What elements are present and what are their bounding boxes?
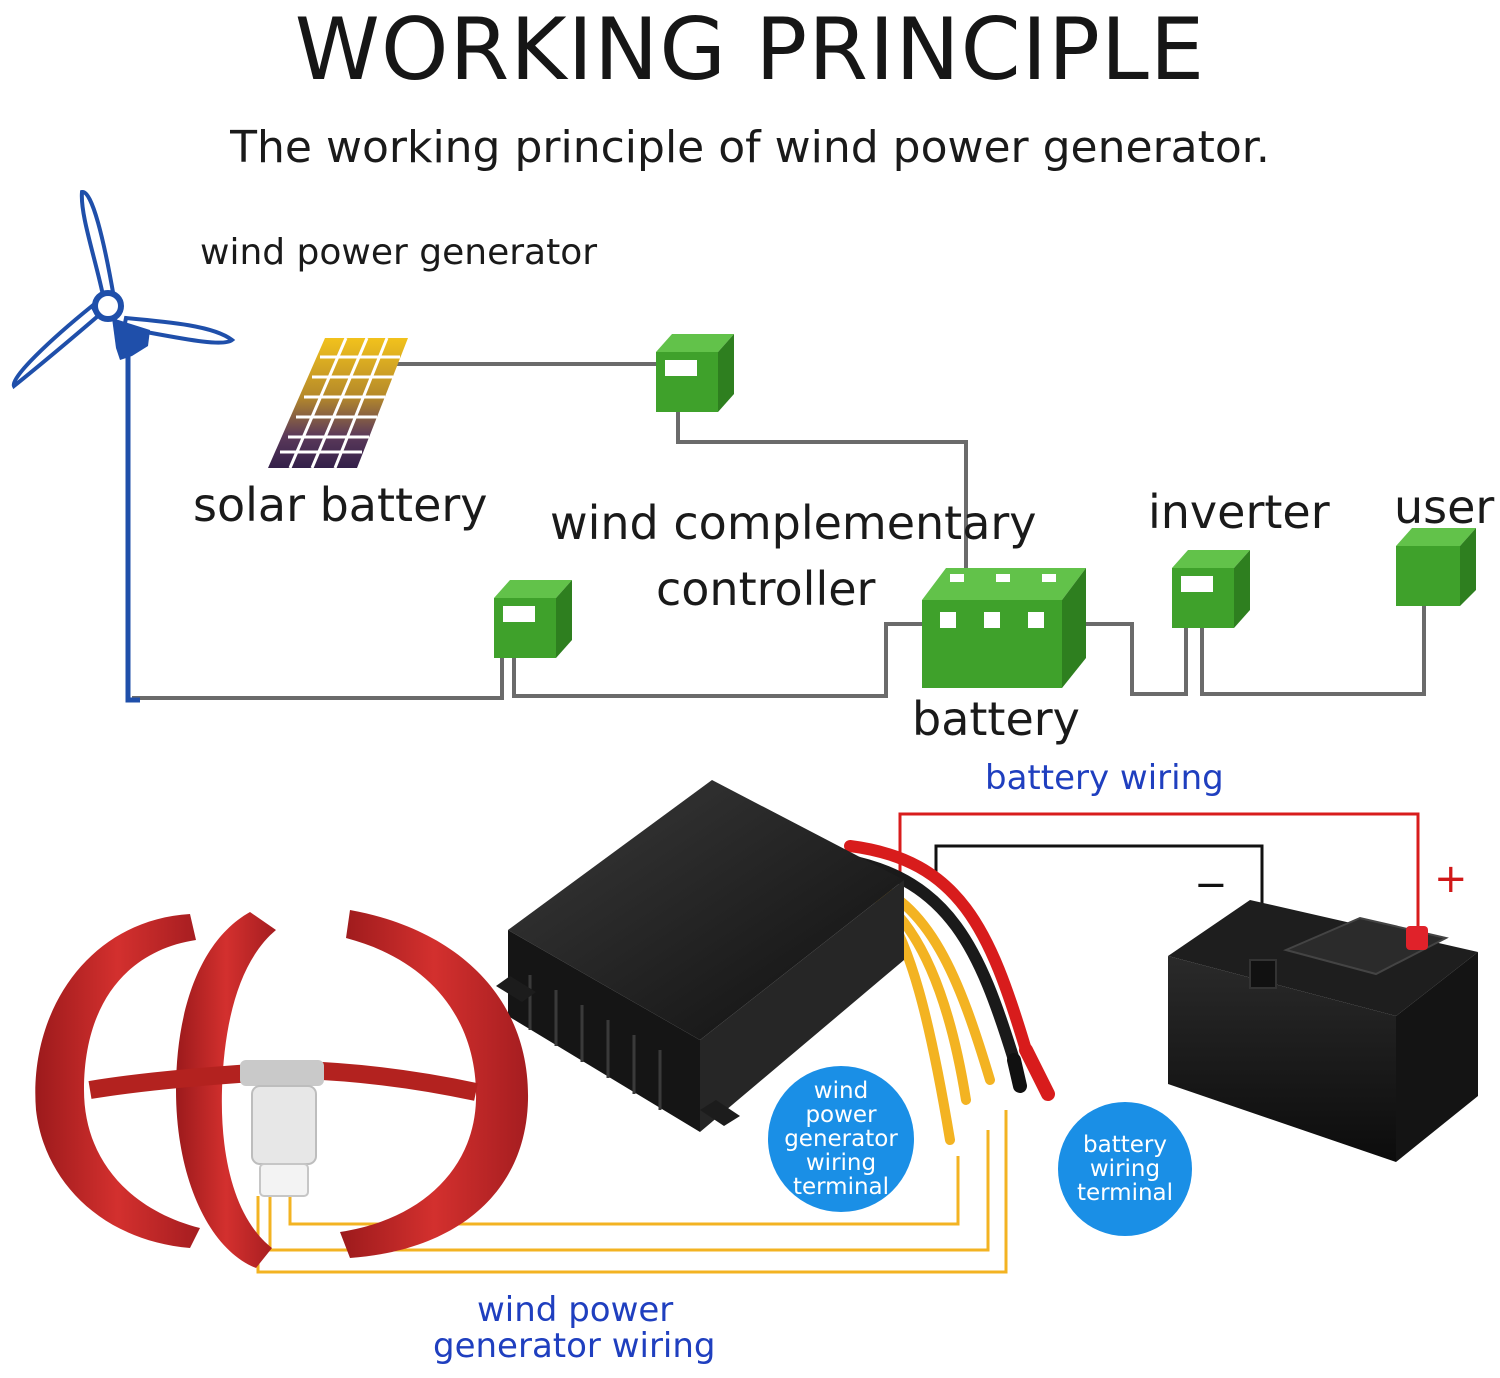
negative-terminal-sign: − xyxy=(1194,862,1228,908)
solar-panel-icon xyxy=(268,337,408,469)
bubble-text-line: wind xyxy=(813,1078,869,1104)
page-subtitle: The working principle of wind power gene… xyxy=(230,122,1270,173)
label-generator-wiring-line2: generator wiring xyxy=(433,1326,716,1366)
label-solar-battery: solar battery xyxy=(193,478,488,532)
controller-box-icon xyxy=(656,334,734,412)
label-user: user xyxy=(1394,480,1495,534)
bubble-text-line: generator xyxy=(784,1126,898,1152)
inverter-box-icon xyxy=(1172,550,1250,628)
label-battery-wiring: battery wiring xyxy=(985,758,1224,798)
bubble-text-line: battery xyxy=(1083,1132,1167,1158)
bubble-text-line: power xyxy=(805,1102,877,1128)
turbine-icon xyxy=(11,190,236,703)
car-battery-icon xyxy=(1168,900,1478,1162)
rectifier-box-icon xyxy=(494,580,572,658)
battery-terminal-bubble: battery wiring terminal xyxy=(1058,1102,1192,1236)
page-title: WORKING PRINCIPLE xyxy=(294,0,1206,100)
bubble-text-line: wiring xyxy=(805,1150,877,1176)
label-generator-wiring-line1: wind power xyxy=(477,1290,674,1330)
generator-wiring-lines xyxy=(256,1110,1008,1274)
controller-unit-icon xyxy=(496,780,904,1132)
label-battery: battery xyxy=(912,692,1080,746)
label-wind-power-generator: wind power generator xyxy=(200,232,598,273)
vertical-wind-turbine-icon xyxy=(35,910,529,1268)
bubble-text-line: terminal xyxy=(792,1174,890,1200)
label-controller-line1: wind complementary xyxy=(550,496,1037,550)
schematic-wires xyxy=(132,362,1426,700)
user-box-icon xyxy=(1396,528,1476,606)
label-controller-line2: controller xyxy=(656,562,876,616)
bubble-text-line: terminal xyxy=(1076,1180,1174,1206)
battery-box-icon xyxy=(922,568,1086,688)
positive-terminal-sign: + xyxy=(1434,856,1468,902)
bubble-text-line: wiring xyxy=(1089,1156,1161,1182)
generator-terminal-bubble: wind power generator wiring terminal xyxy=(768,1066,914,1212)
label-inverter: inverter xyxy=(1148,485,1330,539)
